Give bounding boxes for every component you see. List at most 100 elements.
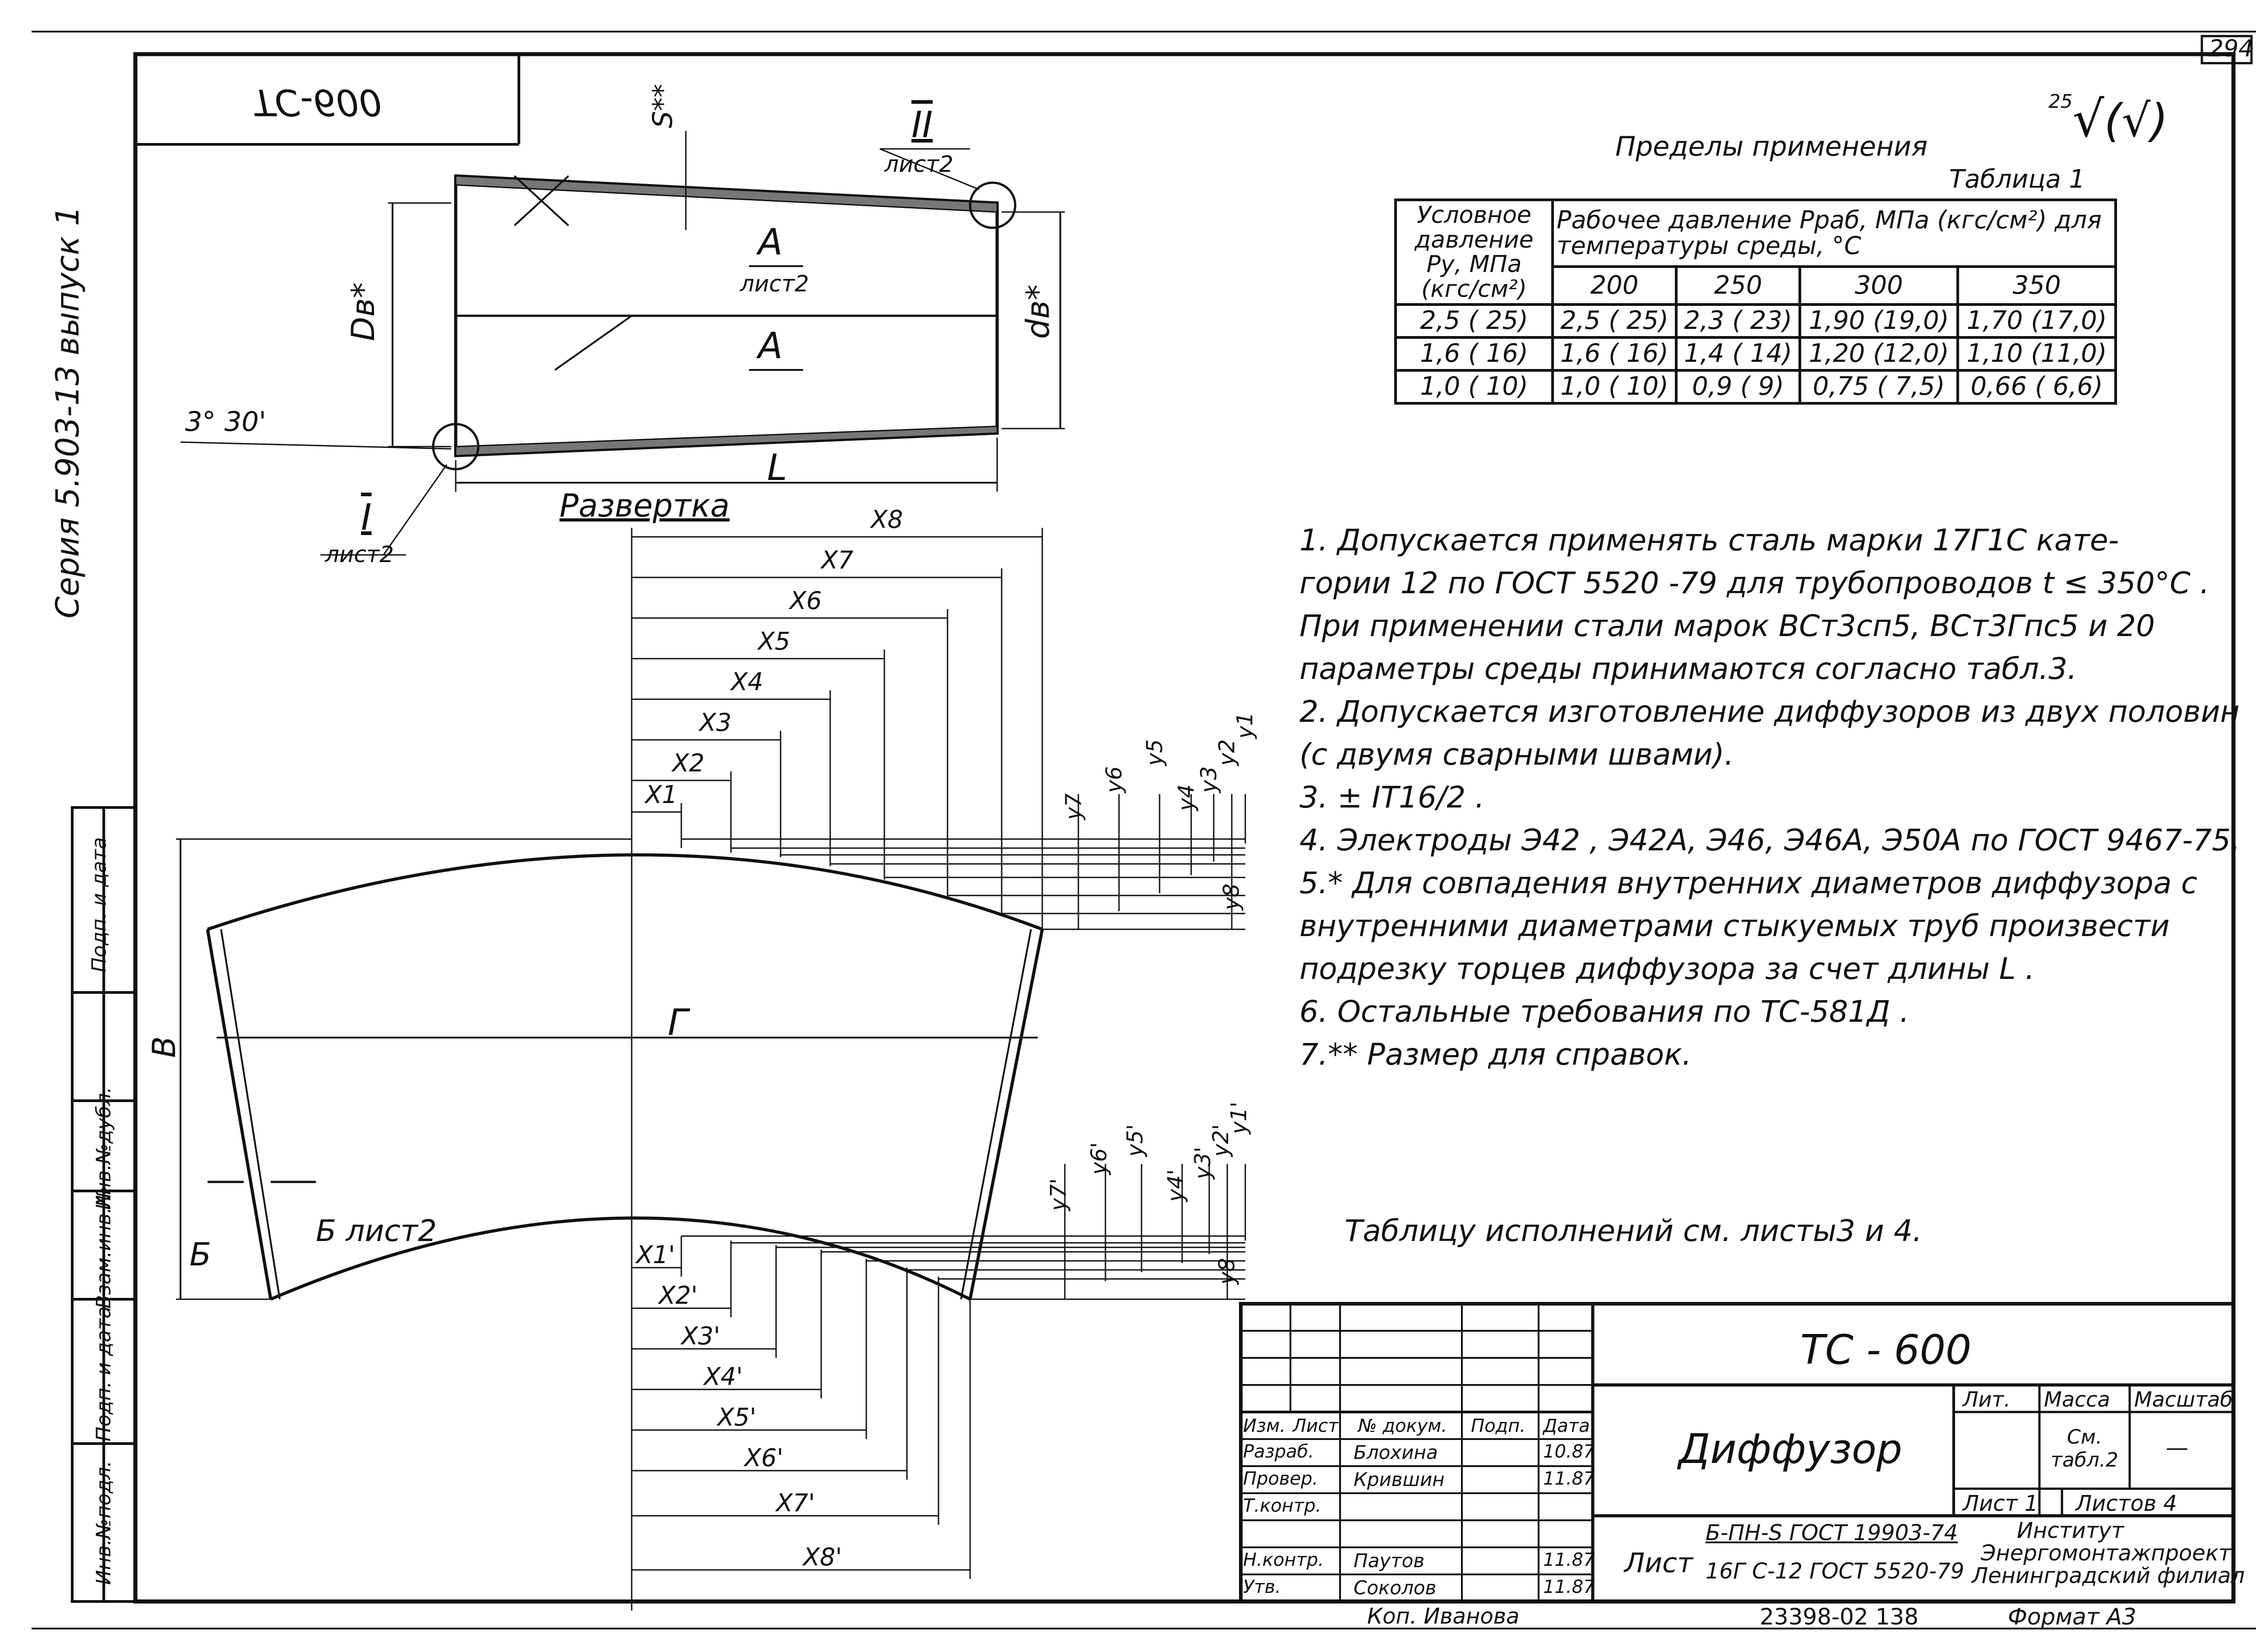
section-II-sheet: лист2	[884, 151, 953, 177]
stamp-material-1: Б-ПН-S ГОСТ 19903-74	[1706, 1520, 1958, 1546]
note-line: 2. Допускается изготовление диффузоров и…	[1299, 694, 2240, 729]
stamp-mass: Масса	[2044, 1387, 2110, 1412]
stamp-list-label: Лист	[1624, 1547, 1693, 1579]
stamp-code: ТС - 600	[1800, 1326, 1972, 1374]
limits-table-number: Таблица 1	[1949, 165, 2085, 194]
developer-date: 10.87	[1543, 1441, 1595, 1462]
checker-date: 11.87	[1543, 1468, 1595, 1489]
x7p-label: X7'	[776, 1489, 815, 1517]
section-B: Б	[190, 1236, 212, 1273]
note-line: (с двумя сварными швами).	[1299, 737, 1734, 772]
stamp-hdr-doc: № докум.	[1358, 1416, 1447, 1436]
cell: 1,6 ( 16)	[1394, 336, 1554, 372]
stamp-material-2: 16Г С-12 ГОСТ 5520-79	[1706, 1559, 1965, 1584]
stamp-sheets: Листов 4	[2076, 1491, 2177, 1516]
stamp-scale: Масштаб	[2134, 1387, 2233, 1412]
cell: 1,70 (17,0)	[1956, 303, 2117, 339]
approved-name: Соколов	[1354, 1577, 1437, 1599]
cell: 1,90 (19,0)	[1798, 303, 1960, 339]
y1p-label: y1'	[1226, 1101, 1252, 1135]
y3-label: y3	[1196, 766, 1222, 793]
stamp-hdr-izm: Изм.	[1243, 1416, 1286, 1436]
role-checker: Провер.	[1243, 1468, 1318, 1489]
approved-date: 11.87	[1543, 1577, 1595, 1597]
note-line: 7.** Размер для справок.	[1299, 1037, 1692, 1072]
role-tech-control: Т.контр.	[1243, 1495, 1322, 1516]
norm-control-name: Паутов	[1354, 1550, 1425, 1572]
y6p-label: y6'	[1086, 1142, 1112, 1175]
dim-L: L	[767, 447, 787, 489]
developer-name: Блохина	[1354, 1441, 1438, 1463]
cell: 0,66 ( 6,6)	[1956, 369, 2117, 405]
note-line: 4. Электроды Э42 , Э42А, Э46, Э46А, Э50А…	[1299, 823, 2241, 858]
table-row: 1,0 ( 10) 1,0 ( 10) 0,9 ( 9) 0,75 ( 7,5)…	[1394, 369, 2117, 405]
x1p-label: X1'	[636, 1241, 675, 1269]
y4-label: y4	[1174, 784, 1199, 811]
stamp-hdr-list: Лист	[1293, 1416, 1339, 1436]
x3-label: X3	[699, 708, 732, 737]
dim-G: Г	[668, 1001, 688, 1043]
stamp-sheet: Лист 1	[1963, 1491, 2039, 1516]
stamp-name: Диффузор	[1678, 1426, 1903, 1473]
y7p-label: y7'	[1046, 1178, 1072, 1211]
sheet-format: Формат А3	[2008, 1604, 2136, 1630]
x7-label: X7	[821, 546, 854, 574]
y6-label: y6	[1101, 766, 1127, 793]
mirrored-code: ТС-600	[253, 81, 382, 123]
notes-footer: Таблицу исполнений см. листы3 и 4.	[1345, 1214, 1922, 1248]
note-line: 1. Допускается применять сталь марки 17Г…	[1299, 523, 2119, 558]
section-II-label: II	[911, 104, 933, 146]
x6p-label: X6'	[744, 1444, 784, 1472]
section-A-upper: A	[758, 221, 783, 263]
x5-label: X5	[758, 627, 791, 655]
y2-label: y2	[1214, 739, 1240, 766]
dim-db: dв*	[1019, 284, 1057, 339]
x4-label: X4	[731, 668, 763, 696]
section-I-sheet: лист2	[325, 541, 394, 568]
stamp-mass-value: См. табл.2	[2051, 1426, 2118, 1472]
x8p-label: X8'	[803, 1543, 842, 1571]
roughness-check: (√)	[2104, 94, 2168, 147]
stamp-scale-value: —	[2166, 1435, 2188, 1461]
inventory-number: 23398-02 138	[1760, 1604, 1919, 1630]
copied-by: Коп. Иванова	[1367, 1604, 1520, 1629]
note-line: параметры среды принимаются согласно таб…	[1299, 651, 2077, 686]
section-I-label: I	[361, 496, 372, 538]
stamp-lit: Лит.	[1963, 1387, 2011, 1412]
section-A-upper-sheet: лист2	[740, 271, 809, 297]
strip-podp-data-1: Подп. и дата	[92, 1306, 116, 1442]
x1-label: X1	[645, 780, 678, 809]
cell: 1,20 (12,0)	[1798, 336, 1960, 372]
section-B-sheet: Б лист2	[316, 1214, 437, 1248]
y5p-label: y5'	[1123, 1124, 1148, 1157]
strip-inv-podl: Инв.№подл.	[92, 1460, 116, 1585]
checker-name: Крившин	[1354, 1468, 1445, 1490]
temp-300: 300	[1798, 265, 1960, 306]
stamp-hdr-date: Дата	[1543, 1416, 1590, 1436]
x3p-label: X3'	[681, 1322, 721, 1350]
role-norm-control: Н.контр.	[1243, 1550, 1324, 1570]
note-line: 6. Остальные требования по ТС-581Д .	[1299, 994, 1909, 1029]
x2p-label: X2'	[659, 1281, 698, 1310]
temp-350: 350	[1956, 265, 2117, 306]
stamp-org-3: Ленинградский филиал	[1972, 1563, 2245, 1588]
cell: 1,0 ( 10)	[1394, 369, 1554, 405]
roughness-mark: 25√(√)	[2048, 90, 2168, 148]
razvertka-label: Развертка	[559, 487, 730, 524]
cell: 0,9 ( 9)	[1675, 369, 1802, 405]
weld-label: S**	[647, 83, 679, 129]
series-label: Серия 5.903-13 выпуск 1	[49, 206, 86, 618]
stamp-hdr-sign: Подп.	[1471, 1416, 1526, 1436]
note-line: подрезку торцев диффузора за счет длины …	[1299, 951, 2035, 986]
x2-label: X2	[672, 749, 705, 777]
limits-head-ru: Условное давление Ру, МПа (кгс/см²)	[1394, 198, 1554, 306]
role-approved: Утв.	[1243, 1577, 1281, 1597]
note-line: 5.* Для совпадения внутренних диаметров …	[1299, 866, 2198, 900]
limits-table: Условное давление Ру, МПа (кгс/см²) Рабо…	[1394, 198, 2117, 405]
strip-podp-data-2: Подп. и дата	[88, 837, 111, 973]
cell: 1,0 ( 10)	[1551, 369, 1678, 405]
y8p-label: y8	[1214, 1258, 1240, 1285]
cell: 2,5 ( 25)	[1394, 303, 1554, 339]
stamp-org-2: Энергомонтажпроект	[1981, 1541, 2231, 1566]
y7-label: y7	[1061, 793, 1086, 820]
